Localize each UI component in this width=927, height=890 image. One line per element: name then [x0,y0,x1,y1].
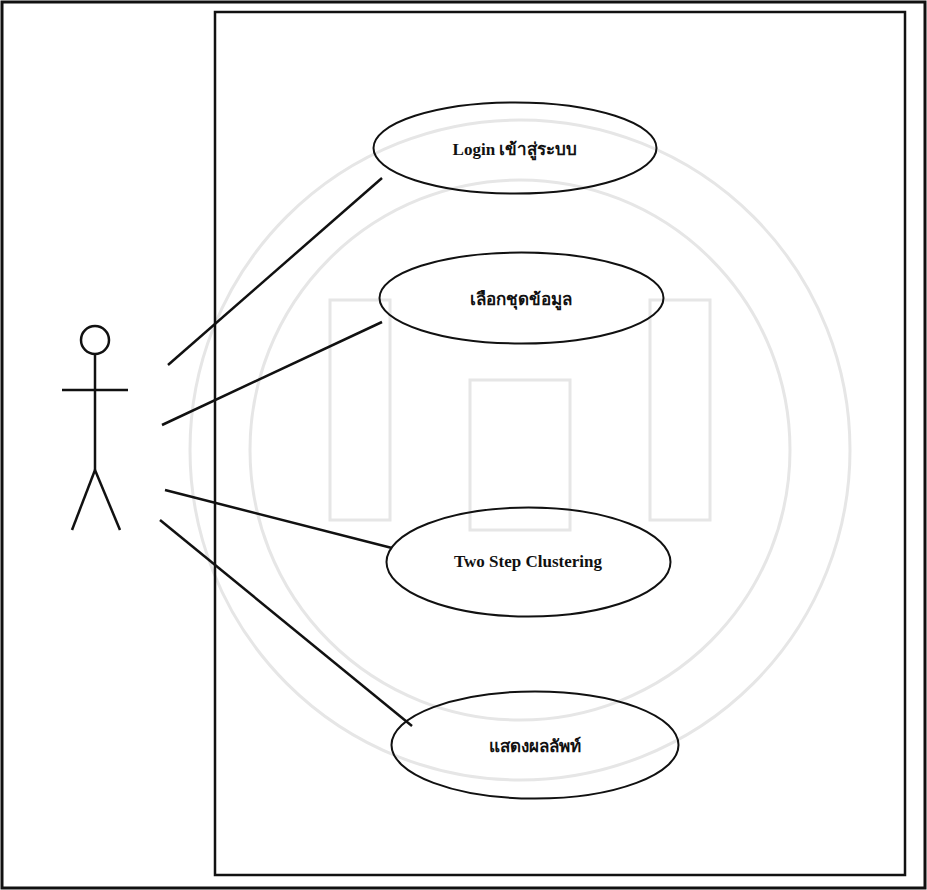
use-case-ellipse: Login เข้าสู่ระบบ [372,101,658,195]
use-case-label: Two Step Clustering [454,552,602,572]
use-case-ellipse: Two Step Clustering [385,506,672,618]
system-boundary [215,12,905,875]
ellipse-shape [386,508,670,617]
ellipse-shape [374,103,657,194]
use-case-ellipse: เลือกชุดข้อมูล [378,251,665,345]
watermark [190,120,850,780]
use-case-label: Login เข้าสู่ระบบ [453,135,578,162]
association-lines [160,178,412,726]
use-case-label: เลือกชุดข้อมูล [470,285,572,312]
use-case-ellipse: แสดงผลลัพท์ [390,690,680,800]
use-case-label: แสดงผลลัพท์ [489,732,581,759]
ellipse-shape [392,692,679,799]
ellipse-shape [379,253,663,344]
actor-figure [62,326,128,530]
